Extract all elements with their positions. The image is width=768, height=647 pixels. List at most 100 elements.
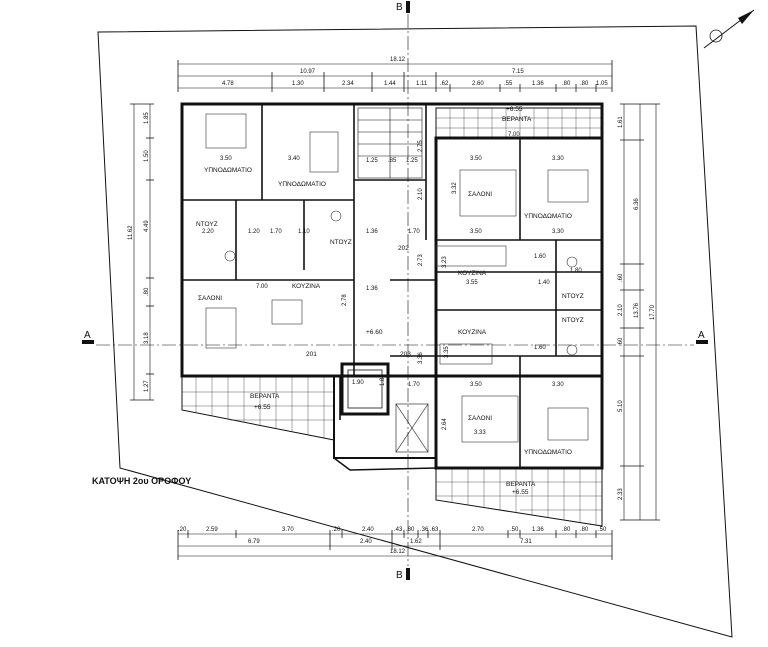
room-label-living-c: ΣΑΛΟΝΙ — [468, 415, 492, 422]
veranda-top-right — [435, 107, 603, 139]
dim-top-right-group: 7.15 — [512, 69, 524, 75]
dim-left-3: .80 — [144, 287, 150, 296]
dim-int-19: 1.80 — [570, 268, 582, 274]
dim-int-34: 1.25 — [366, 158, 378, 164]
dim-int-4: 3.50 — [470, 229, 482, 235]
veranda-bottom-right — [435, 467, 603, 527]
dim-int-30: 1.85 — [380, 374, 386, 386]
dim-bottom-12: .80 — [562, 527, 571, 533]
dim-bottom-group-0: 6.79 — [248, 539, 260, 545]
dim-int-35: .85 — [388, 158, 397, 164]
dim-int-7: 3.30 — [552, 382, 564, 388]
svg-text:B: B — [396, 2, 403, 13]
room-label-shower-b: ΝΤΟΥΖ — [330, 239, 352, 246]
dim-bottom-group-2: 1.62 — [410, 539, 422, 545]
dim-right-0: 1.61 — [618, 116, 624, 128]
north-arrow-icon — [703, 9, 755, 49]
dim-int-24: 3.55 — [466, 280, 478, 286]
dim-int-6: 3.50 — [470, 382, 482, 388]
room-label-shower-a: ΝΤΟΥΖ — [196, 221, 218, 228]
void-shaft — [395, 403, 429, 453]
dim-int-0: 3.50 — [220, 156, 232, 162]
dim-top-5: .62 — [440, 81, 449, 87]
dim-top-0: 4.78 — [222, 81, 234, 87]
dim-top-7: .55 — [504, 81, 513, 87]
dim-bottom-4: 2.40 — [362, 527, 374, 533]
dim-int-11: 1.10 — [298, 229, 310, 235]
dim-top-6: 2.60 — [472, 81, 484, 87]
dim-left-2: 4.49 — [144, 220, 150, 232]
dim-int-2: 3.50 — [470, 156, 482, 162]
dim-bottom-3: .20 — [332, 527, 341, 533]
section-mark-a-left: A — [82, 330, 94, 344]
dim-top-total: 18.12 — [390, 57, 406, 63]
dim-int-29: 1.90 — [352, 380, 364, 386]
room-label-shower-c: ΝΤΟΥΖ — [562, 293, 584, 300]
section-mark-b-top: B — [396, 1, 410, 13]
room-label-bedroom-a: ΥΠΝΟΔΩΜΑΤΙΟ — [204, 167, 252, 174]
dim-bottom-0: .20 — [178, 527, 187, 533]
level-label-b: +6.55 — [254, 404, 271, 411]
dim-left-0: 1.85 — [144, 112, 150, 124]
dim-int-25: 3.36 — [418, 352, 424, 364]
dim-bottom-11: 1.36 — [532, 527, 544, 533]
svg-text:A: A — [698, 330, 705, 341]
dim-right-group-2: 5.10 — [618, 400, 624, 412]
dim-int-36: 1.25 — [406, 158, 418, 164]
dim-bottom-8: .63 — [430, 527, 439, 533]
room-label-bedroom-c: ΥΠΝΟΔΩΜΑΤΙΟ — [524, 213, 572, 220]
dim-int-12: 1.36 — [366, 229, 378, 235]
dim-int-20: 2.78 — [342, 294, 348, 306]
dimension-ticks — [130, 60, 660, 560]
dim-left-4: 3.18 — [144, 332, 150, 344]
dim-bottom-9: 2.70 — [472, 527, 484, 533]
dim-int-28: 3.33 — [474, 430, 486, 436]
dim-bottom-2: 3.70 — [282, 527, 294, 533]
dim-top-10: .80 — [580, 81, 589, 87]
dim-bottom-14: .50 — [598, 527, 607, 533]
dim-left-total: 11.62 — [128, 225, 134, 240]
dim-bottom-1: 2.59 — [206, 527, 218, 533]
apartment-number-203: 203 — [400, 351, 411, 358]
site-boundary — [97, 25, 733, 638]
dim-int-32: 7.00 — [256, 284, 268, 290]
dim-int-3: 3.30 — [552, 156, 564, 162]
dim-bottom-6: .80 — [406, 527, 415, 533]
dim-bottom-5: .43 — [394, 527, 403, 533]
dim-bottom-group-1: 2.40 — [360, 539, 372, 545]
room-label-shower-d: ΝΤΟΥΖ — [562, 317, 584, 324]
dim-top-2: 2.34 — [342, 81, 354, 87]
dim-int-9: 1.20 — [248, 229, 260, 235]
dim-right-total: 17.70 — [650, 304, 656, 320]
interior-walls — [182, 104, 602, 468]
dim-bottom-total: 18.12 — [390, 549, 406, 555]
svg-text:A: A — [84, 330, 91, 341]
dim-int-10: 1.70 — [270, 229, 282, 235]
room-label-living-a: ΣΑΛΟΝΙ — [198, 295, 222, 302]
dim-int-22: 3.32 — [452, 182, 458, 194]
dim-int-5: 3.30 — [552, 229, 564, 235]
dim-top-1: 1.30 — [292, 81, 304, 87]
dim-int-26: 3.35 — [444, 346, 450, 358]
dim-top-8: 1.36 — [532, 81, 544, 87]
dim-left-5: 1.27 — [144, 380, 150, 392]
dim-int-17: 1.60 — [534, 345, 546, 351]
room-label-kitchen-b: ΚΟΥΖΙΝΑ — [458, 270, 487, 277]
dim-bottom-10: .50 — [510, 527, 519, 533]
dim-int-21: 2.73 — [418, 254, 424, 266]
room-label-veranda-a: ΒΕΡΑΝΤΑ — [502, 116, 532, 123]
dim-int-33: 7.00 — [508, 132, 520, 138]
dim-int-18: 1.40 — [538, 280, 550, 286]
dim-bottom-13: .80 — [580, 527, 589, 533]
room-label-living-b: ΣΑΛΟΝΙ — [468, 191, 492, 198]
dim-top-4: 1.11 — [416, 81, 428, 87]
dim-right-1: .60 — [618, 273, 624, 282]
dim-right-3: .60 — [618, 337, 624, 346]
dim-int-16: 1.60 — [534, 254, 546, 260]
dim-int-13: 1.36 — [366, 286, 378, 292]
room-label-veranda-c: ΒΕΡΑΝΤΑ — [506, 481, 536, 488]
apartment-number-201: 201 — [306, 351, 317, 358]
apartment-number-202: 202 — [398, 245, 409, 252]
dim-right-group-0: 6.36 — [634, 198, 640, 210]
